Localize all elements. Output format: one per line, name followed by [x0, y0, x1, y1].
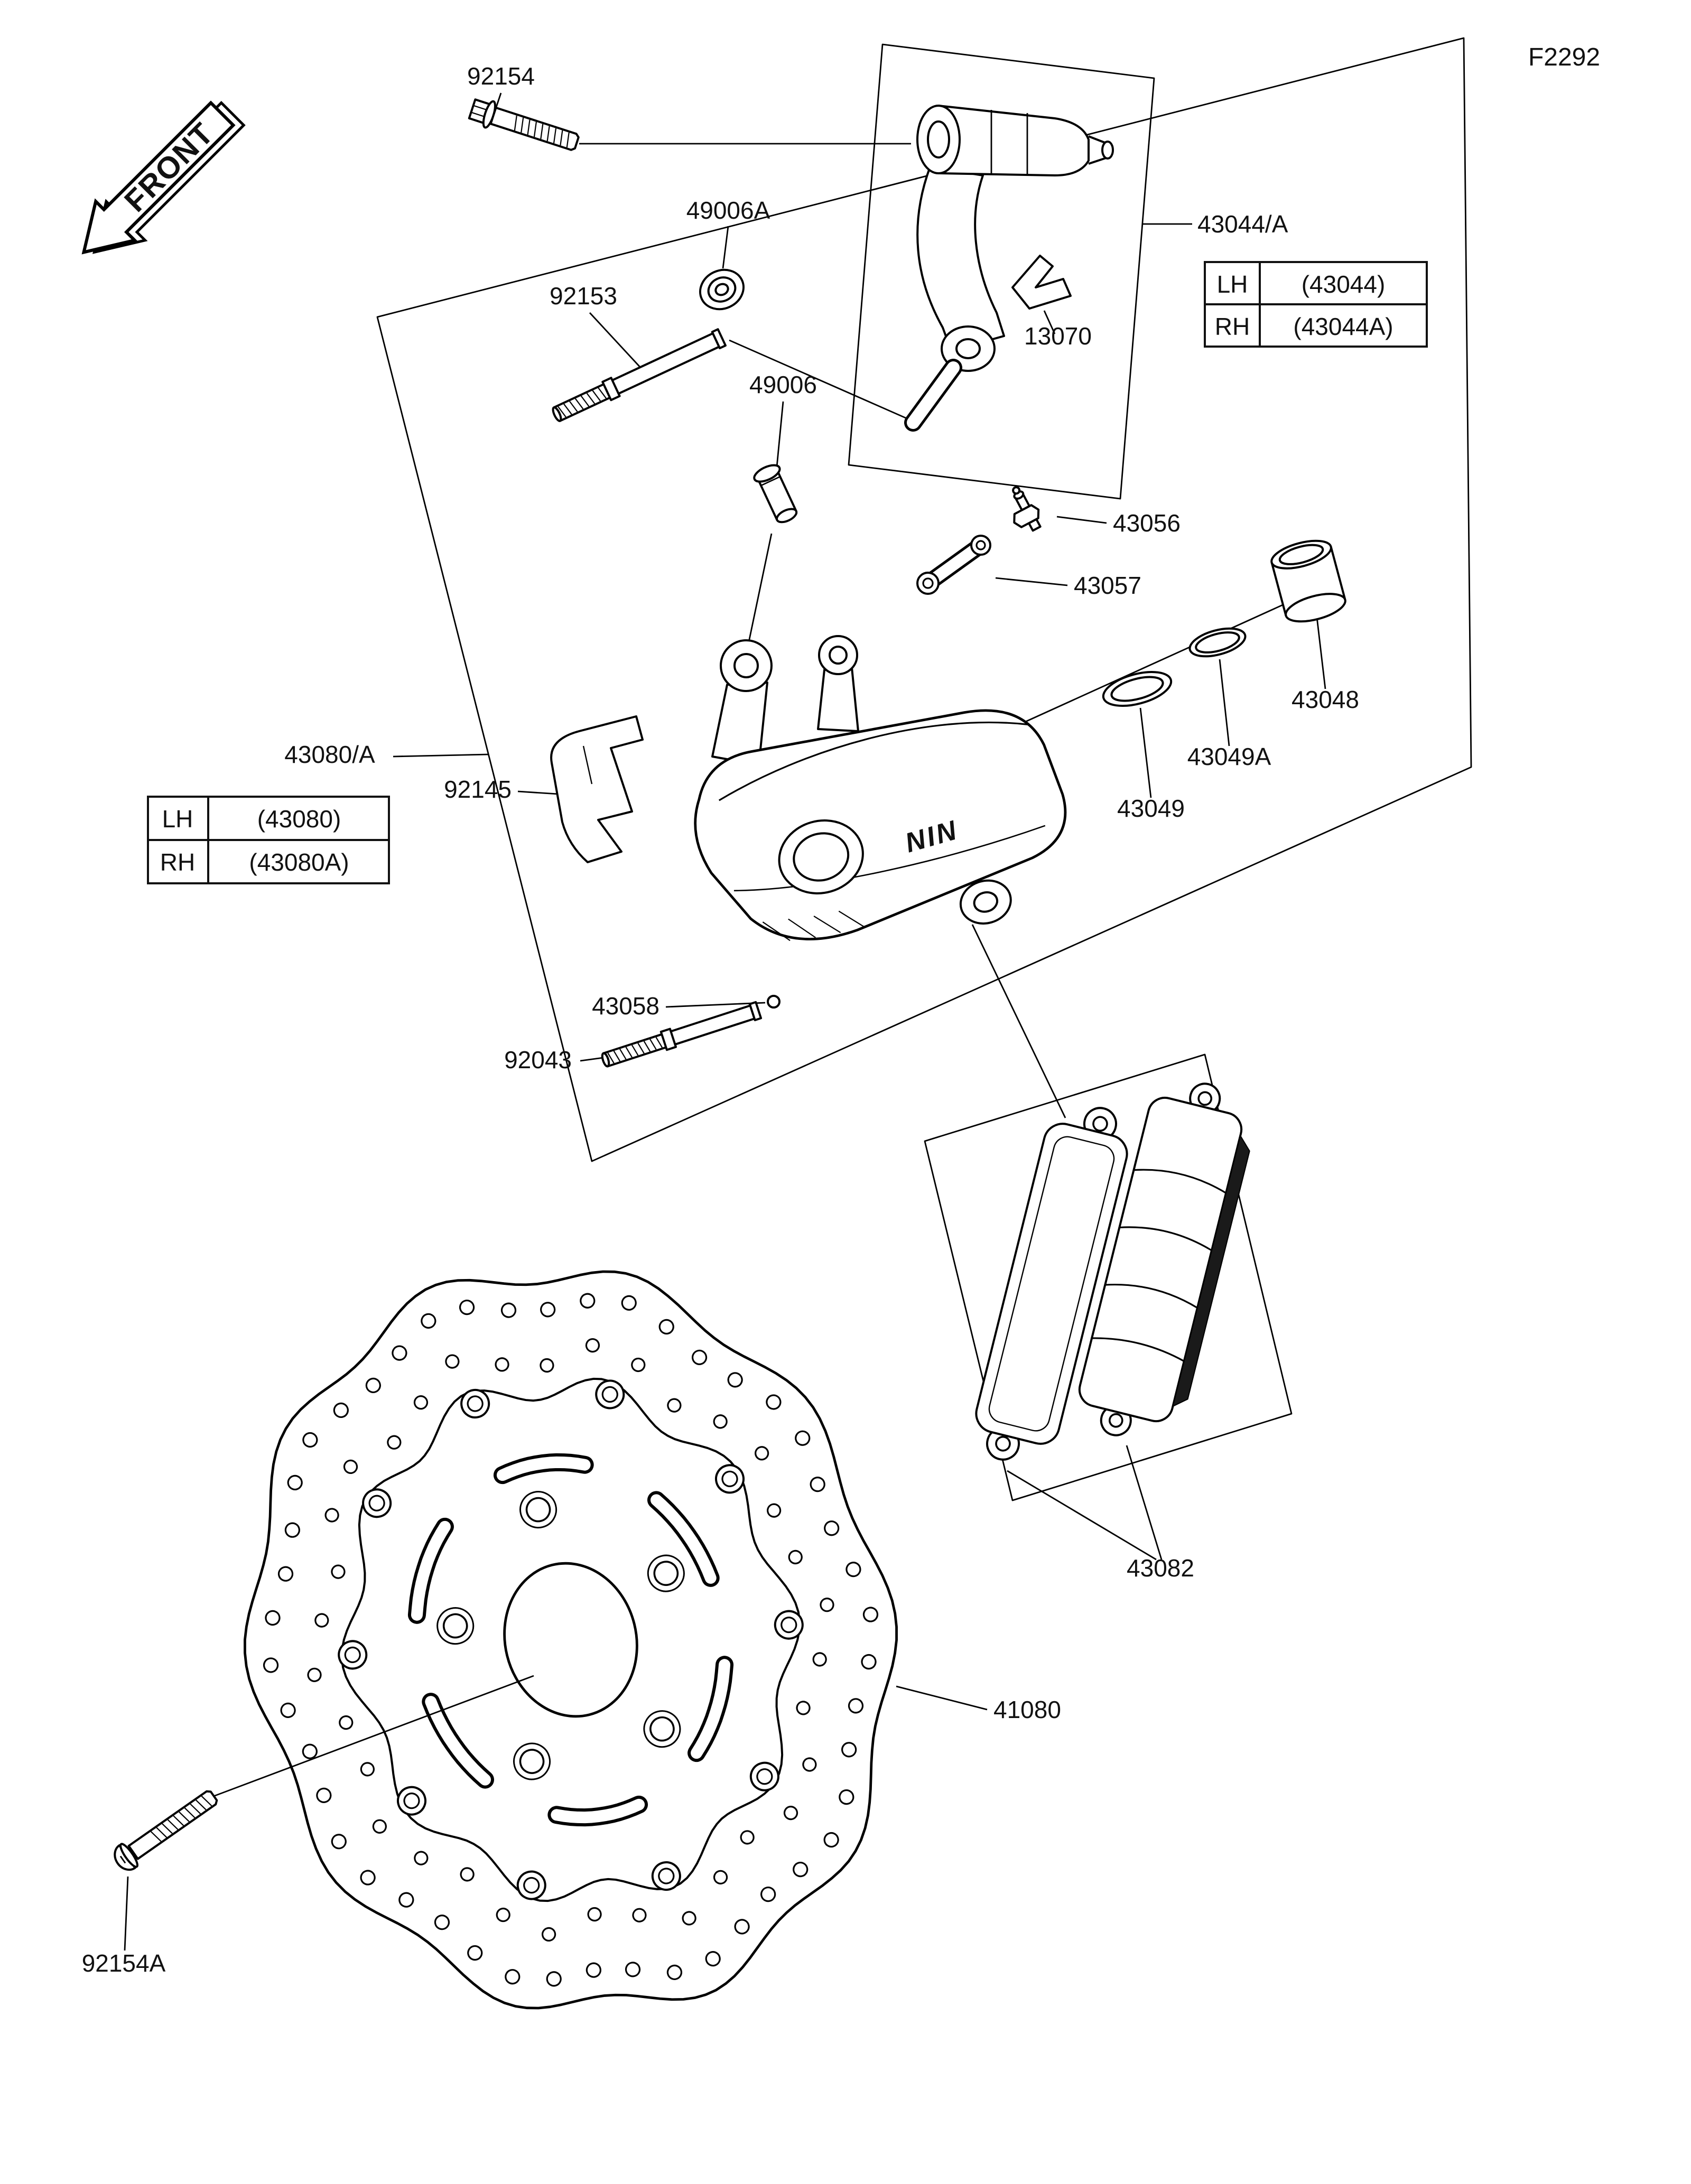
table-cell: (43080): [257, 805, 341, 833]
overlay-lines: [124, 1675, 988, 1951]
bolt-92154: [468, 98, 580, 151]
front-arrow-shadow: [92, 101, 246, 254]
front-arrow-label: FRONT: [118, 116, 220, 218]
link-43057: [916, 535, 991, 595]
lh-rh-table-43044: LH (43044) RH (43044A): [1204, 261, 1428, 348]
table-cell: LH: [1217, 270, 1248, 298]
diagram-line-art: [114, 37, 1472, 2010]
part-label-92154: 92154: [467, 62, 535, 90]
part-label-43056: 43056: [1113, 509, 1181, 537]
part-label-43044: 43044/A: [1197, 210, 1288, 238]
pad-spring-clip-13070: [1011, 255, 1072, 310]
brake-pad-back: [975, 1107, 1128, 1461]
front-arrow: FRONT: [81, 100, 246, 255]
brake-pad-front: [1078, 1082, 1250, 1436]
part-label-43049a: 43049A: [1187, 743, 1271, 770]
part-label-43049: 43049: [1117, 795, 1185, 822]
table-cell: RH: [1215, 313, 1250, 340]
bleed-valve-43056: [1012, 486, 1042, 532]
table-cell: RH: [160, 848, 195, 876]
part-label-43080: 43080/A: [284, 741, 375, 768]
table-cell: (43080A): [249, 848, 349, 876]
part-label-92154a: 92154A: [82, 1949, 166, 1977]
piston-43048: [1270, 539, 1346, 623]
part-label-92145: 92145: [444, 776, 512, 803]
caliper-bracket: [904, 105, 1114, 432]
sleeve-49006: [753, 464, 798, 524]
slide-pin-92153: [552, 328, 727, 422]
part-label-43057: 43057: [1074, 572, 1141, 599]
leader-lines: [393, 92, 1326, 1561]
part-label-13070: 13070: [1024, 322, 1092, 350]
part-label-41080: 41080: [993, 1696, 1061, 1723]
brake-caliper: [694, 635, 1067, 941]
table-cell: (43044A): [1293, 313, 1393, 340]
slide-pin-92043: [601, 1001, 763, 1068]
seal-43049: [1102, 671, 1173, 707]
part-label-92043: 92043: [504, 1046, 572, 1074]
table-cell: LH: [162, 805, 193, 833]
boot-49006a: [699, 268, 745, 311]
ball-43058: [767, 995, 781, 1009]
lh-rh-table-43080: LH (43080) RH (43080A): [147, 796, 390, 884]
part-label-43082: 43082: [1127, 1554, 1194, 1582]
part-label-49006: 49006: [749, 371, 817, 398]
brake-disc: [244, 1270, 898, 2010]
figure-code: F2292: [1528, 43, 1600, 71]
front-arrow-shape: [81, 100, 236, 255]
part-label-43048: 43048: [1292, 686, 1359, 713]
brake-pads: [975, 1082, 1250, 1461]
caliper-body: [694, 709, 1067, 941]
seal-43049a: [1188, 627, 1247, 658]
part-labels: 92154 49006A 92153 49006 43044/A 13070 4…: [82, 62, 1359, 1977]
part-label-49006a: 49006A: [686, 197, 770, 224]
pad-spring-92145: [550, 715, 644, 863]
part-label-43058: 43058: [592, 992, 659, 1020]
table-cell: (43044): [1302, 270, 1386, 298]
part-label-92153: 92153: [550, 282, 617, 310]
disc-bolt-92154a: [114, 1790, 218, 1871]
